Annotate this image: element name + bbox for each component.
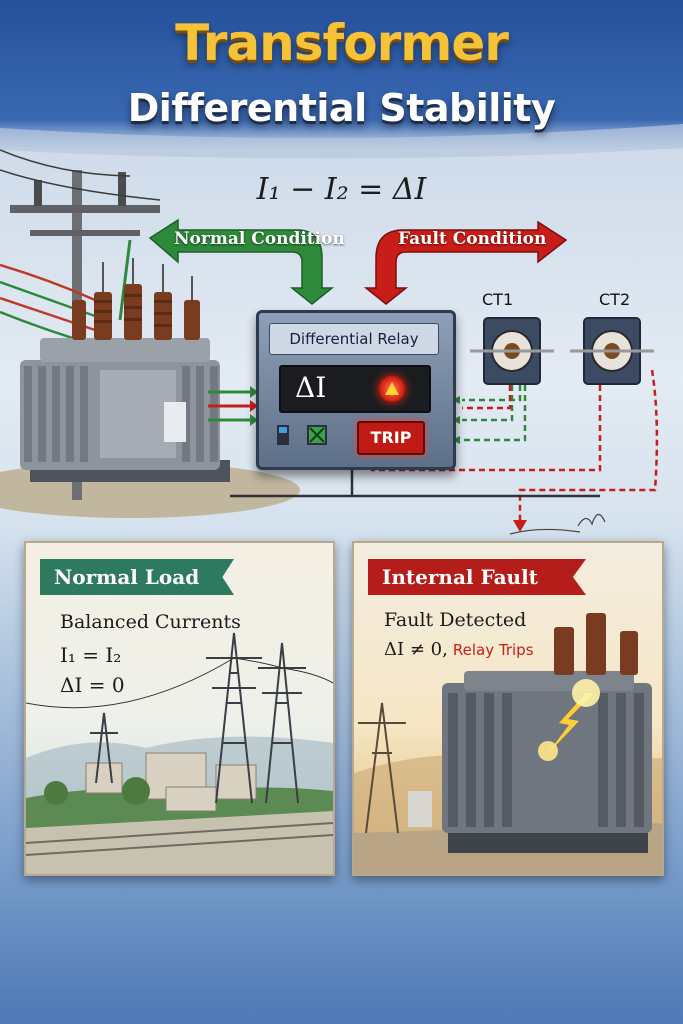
currents-equal-text: I₁ = I₂: [60, 643, 122, 667]
ct2-icon: [570, 317, 654, 385]
relay-display-value: ΔI: [295, 371, 327, 404]
internal-fault-panel: Internal Fault Fault Detected ΔI ≠ 0, Re…: [352, 541, 664, 876]
relay-trips-text: Relay Trips: [452, 641, 534, 659]
differential-relay: Differential Relay ΔI TRIP: [256, 310, 456, 470]
relay-title: Differential Relay: [269, 323, 439, 355]
fault-condition-label: Fault Condition: [398, 229, 547, 249]
fault-result-line: ΔI ≠ 0, Relay Trips: [384, 639, 534, 660]
ct-wiring: [370, 369, 659, 520]
ct1-icon: [470, 317, 554, 385]
normal-condition-label: Normal Condition: [174, 229, 345, 249]
power-transformer-icon: [20, 258, 230, 482]
normal-load-banner: Normal Load: [40, 559, 234, 595]
differential-equation: I₁ − I₂ = ΔI: [256, 172, 427, 207]
pylon-icon: [90, 632, 306, 804]
normal-load-scene: [26, 632, 333, 874]
internal-fault-banner: Internal Fault: [368, 559, 586, 595]
title: Transformer: [175, 14, 509, 72]
fault-condition-arrow-icon: [363, 220, 568, 305]
internal-fault-scene: [354, 613, 662, 874]
normal-load-panel: Normal Load Balanced Currents I₁ = I₂ ΔI…: [24, 541, 335, 876]
pylon-icon: [358, 702, 406, 834]
delta-nonzero-text: ΔI ≠ 0,: [384, 639, 448, 660]
relay-display: ΔI: [279, 365, 431, 413]
delta-zero-text: ΔI = 0: [60, 673, 125, 697]
normal-condition-arrow-icon: [148, 218, 335, 305]
alarm-led-icon: [379, 376, 405, 402]
subtitle: Differential Stability: [127, 86, 556, 130]
balanced-currents-text: Balanced Currents: [60, 611, 241, 633]
faulted-transformer-icon: [442, 613, 652, 853]
fault-detected-text: Fault Detected: [384, 609, 527, 631]
ct1-label: CT1: [482, 290, 514, 309]
current-flow-arrows: [208, 386, 258, 426]
trip-indicator: TRIP: [357, 421, 425, 455]
relay-controls-icon: [277, 425, 327, 445]
ct2-label: CT2: [599, 290, 631, 309]
